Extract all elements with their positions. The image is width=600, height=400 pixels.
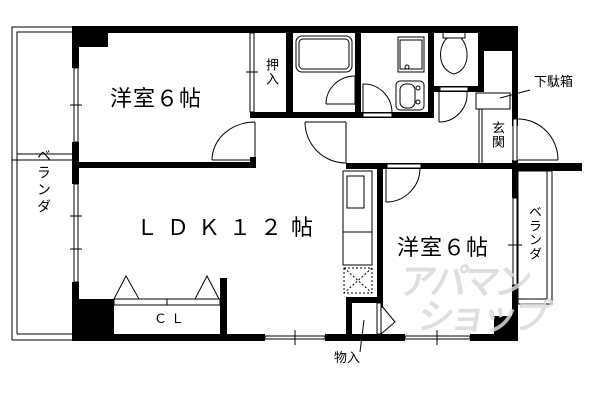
kitchen-counter xyxy=(342,170,373,266)
doors xyxy=(211,75,559,335)
monoire-leader-line xyxy=(359,319,365,353)
windows xyxy=(70,32,522,345)
watermark-line-1: アパマン xyxy=(396,262,531,303)
washbasin-icon xyxy=(395,80,425,111)
oshiire-label: 押入 xyxy=(263,58,278,86)
ldk-label: ＬＤＫ１２帖 xyxy=(136,216,323,241)
western-room-2-label: 洋室６帖 xyxy=(397,236,490,261)
shoe-box-label: 下駄箱 xyxy=(534,75,574,90)
balcony-left-label: ベランダ xyxy=(35,148,51,216)
watermark-line-2: ショップ xyxy=(414,297,550,338)
cl-label: ＣＬ xyxy=(154,312,189,327)
entrance-frame xyxy=(475,51,531,163)
monoire-label: 物入 xyxy=(334,351,361,366)
washing-machine-icon xyxy=(397,36,425,73)
balcony-left-outline xyxy=(11,26,75,341)
western-room-1-label: 洋室６帖 xyxy=(110,87,203,112)
refrigerator-space-icon xyxy=(343,267,373,294)
cl-closet xyxy=(113,274,221,306)
entrance-label: 玄関 xyxy=(489,121,504,149)
balcony-right-outline xyxy=(517,170,553,305)
toilet-icon xyxy=(440,33,468,75)
bathtub-icon xyxy=(295,35,353,73)
balcony-right-label: ベランダ xyxy=(526,205,541,261)
exterior-walls xyxy=(72,26,582,341)
